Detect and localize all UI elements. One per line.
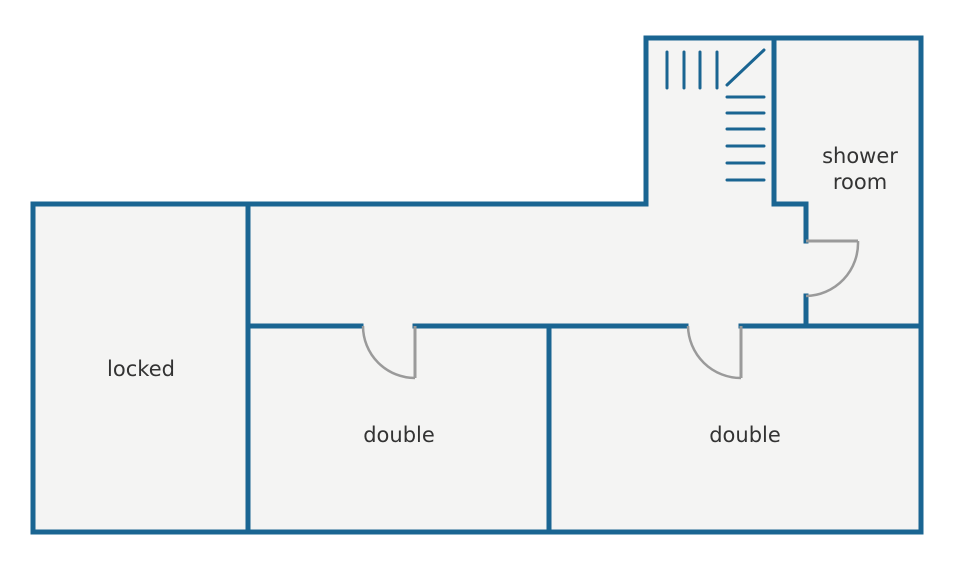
room-label-shower-line2: room xyxy=(832,170,888,194)
door-double-left[interactable] xyxy=(361,325,417,380)
door-double-right[interactable] xyxy=(686,325,743,380)
floor-area xyxy=(33,38,921,532)
room-label-locked: locked xyxy=(107,357,175,381)
door-shower-room[interactable] xyxy=(805,239,860,298)
room-label-double-left: double xyxy=(363,423,435,447)
outer-wall xyxy=(30,35,924,535)
staircase xyxy=(665,48,766,182)
stair-landing-diagonal xyxy=(725,48,766,87)
room-label-shower-line1: shower xyxy=(822,144,898,168)
room-label-shower: shower room xyxy=(822,143,898,195)
room-label-double-right: double xyxy=(709,423,781,447)
